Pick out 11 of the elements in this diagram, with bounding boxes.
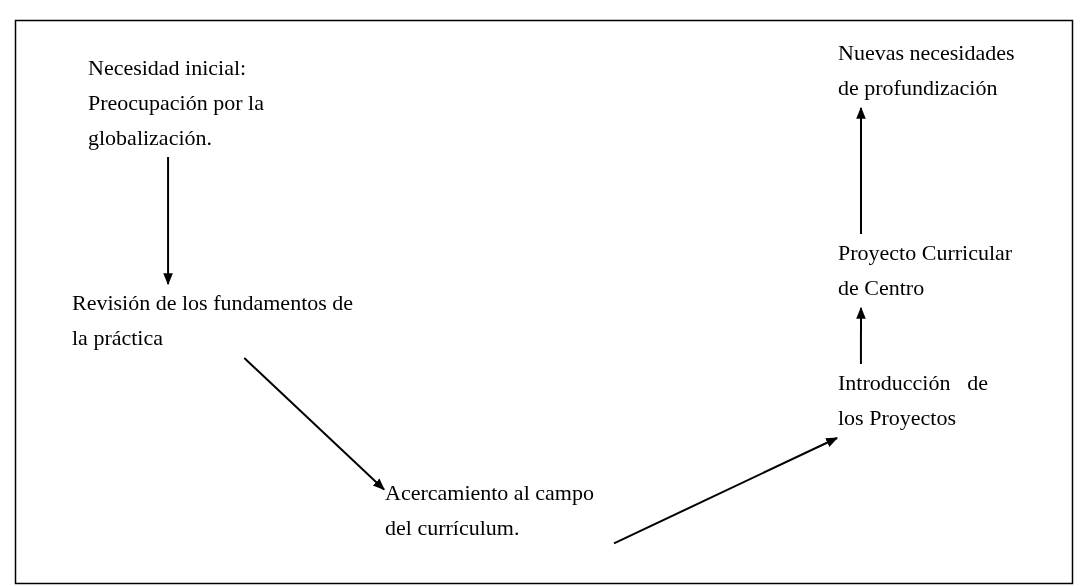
step-text: Proyecto Curricular de Centro [838, 239, 1014, 302]
arrow [613, 437, 839, 545]
step-text: Necesidad inicial: Preocupación por la globalización. [88, 54, 264, 152]
arrow [856, 306, 866, 365]
step-text: Acercamiento al campo del currículum. [385, 479, 595, 542]
arrow [163, 156, 173, 286]
arrow [856, 106, 866, 235]
step-text: Nuevas necesidades de profundización [838, 39, 1016, 102]
step-text: Revisión de los fundamentos de la práctica [72, 289, 355, 352]
step-text: Introducción de los Proyectos [838, 369, 988, 432]
arrow [243, 357, 385, 491]
